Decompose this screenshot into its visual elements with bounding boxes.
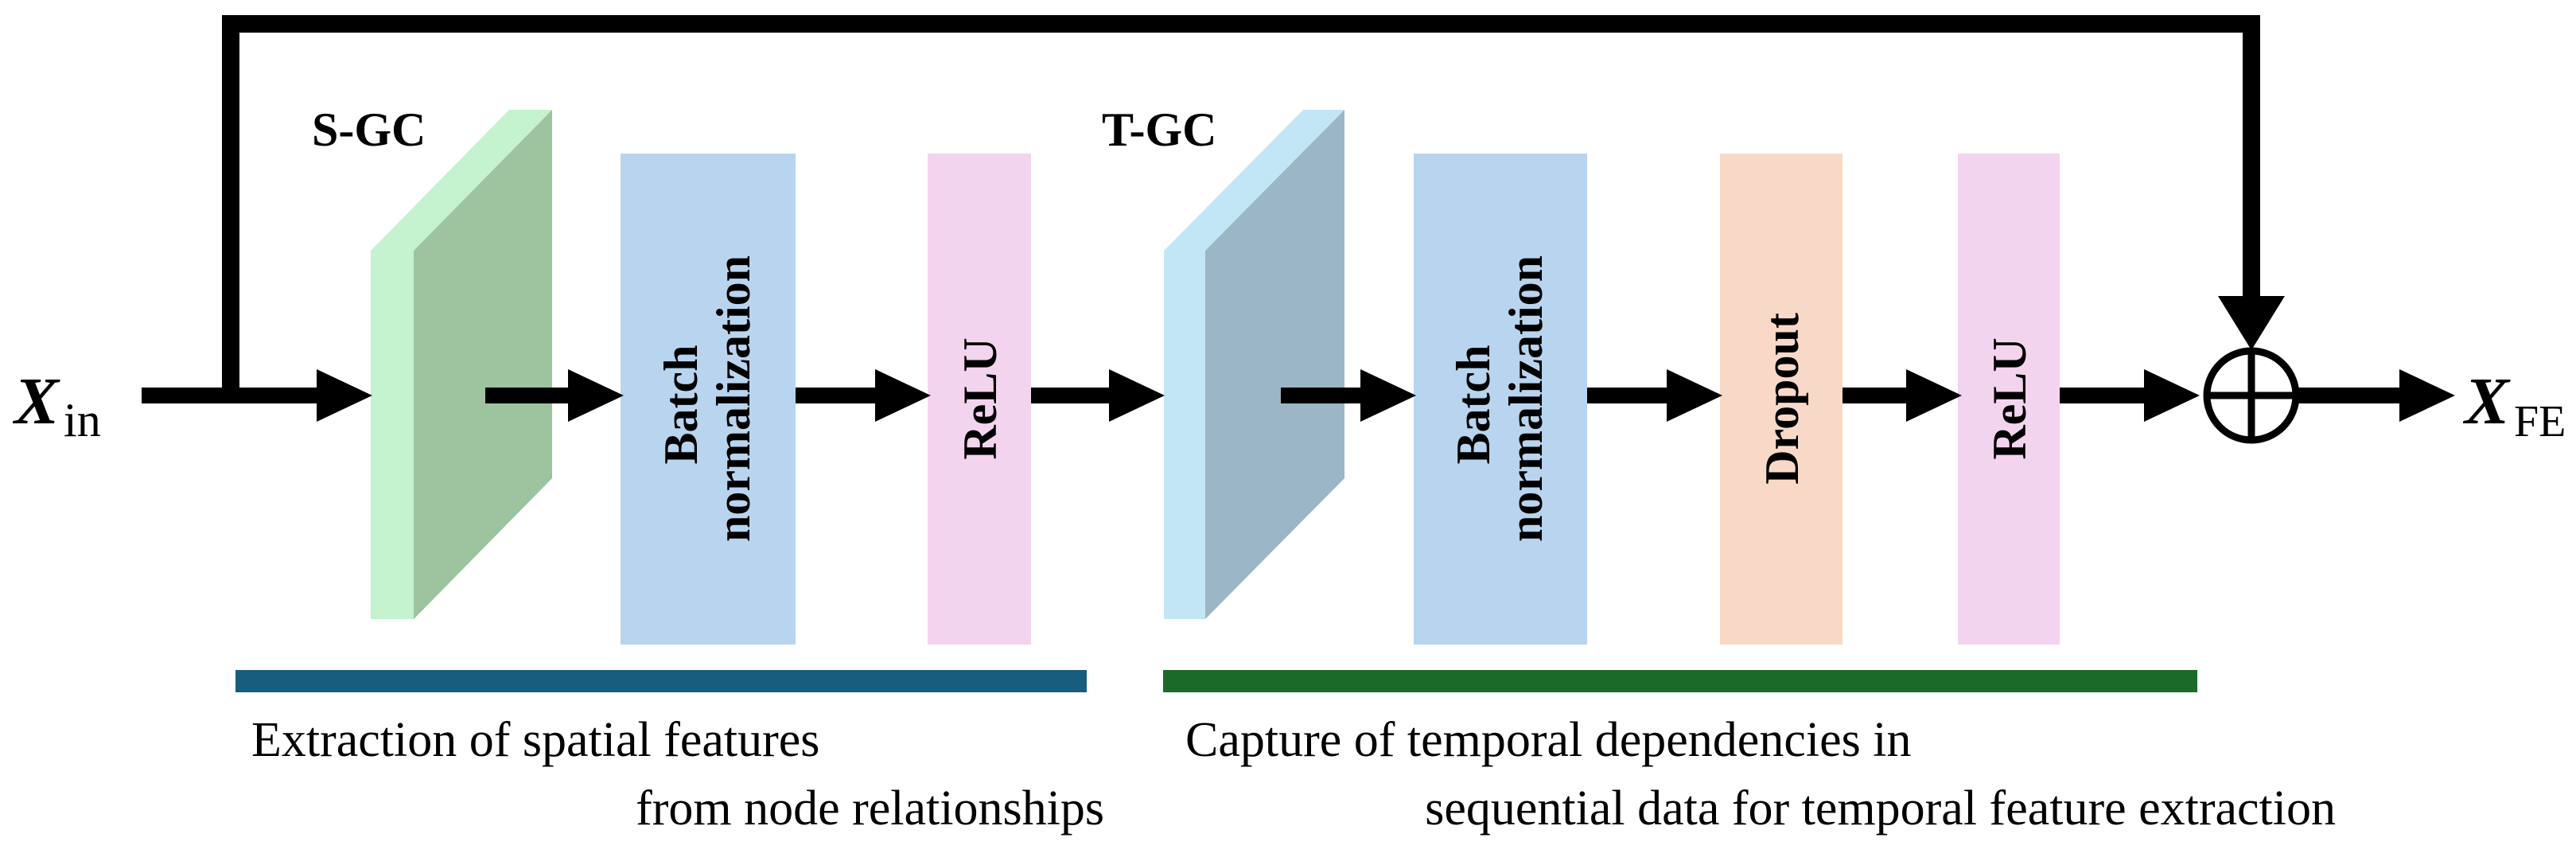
- batch-norm-2-label-line1: Batch: [1447, 345, 1500, 465]
- svg-text:Xin: Xin: [12, 364, 101, 446]
- relu-1-label: ReLU: [954, 337, 1006, 459]
- arrow-relu2-to-sum: [2060, 369, 2200, 422]
- batch-norm-1-box: [621, 154, 796, 645]
- arrow-relu1-to-tgc: [1031, 369, 1165, 422]
- temporal-description-line2: sequential data for temporal feature ext…: [1425, 781, 2336, 836]
- s-gc-block-side: [414, 110, 552, 619]
- input-subscript: in: [64, 394, 101, 446]
- t-gc-label: T-GC: [1102, 103, 1217, 156]
- batch-norm-2-box: [1414, 154, 1587, 645]
- spatial-description-line2: from node relationships: [636, 781, 1104, 836]
- svg-text:Batch normalization: Batch normalization: [655, 255, 760, 542]
- arrow-dropout-to-relu2: [1843, 369, 1962, 422]
- spatial-group-description: Extraction of spatial features from node…: [251, 713, 1104, 836]
- output-subscript: FE: [2514, 397, 2566, 446]
- arrow-sum-to-output: [2298, 369, 2455, 422]
- relu-1-block: ReLU: [928, 154, 1031, 645]
- arrow-input-to-sgc: [142, 369, 372, 422]
- relu-2-label: ReLU: [1983, 337, 2036, 459]
- main-path-arrows: [142, 369, 2455, 422]
- relu-2-box: [1958, 154, 2060, 645]
- temporal-description-line1: Capture of temporal dependencies in: [1185, 713, 1911, 767]
- s-gc-label: S-GC: [312, 103, 426, 156]
- batch-norm-1-label-line2: normalization: [707, 255, 760, 542]
- dropout-label: Dropout: [1756, 313, 1808, 485]
- svg-text:Batch normalization: Batch normalization: [1447, 255, 1552, 542]
- temporal-group-description: Capture of temporal dependencies in sequ…: [1185, 713, 2336, 836]
- s-gc-block-front: [371, 251, 414, 619]
- relu-1-box: [928, 154, 1031, 645]
- arrow-tgc-to-bn2: [1281, 369, 1416, 422]
- temporal-group-bar: [1163, 670, 2197, 692]
- spatial-group-bar: [235, 670, 1087, 692]
- skip-connection: [222, 15, 2285, 394]
- t-gc-block-front: [1164, 251, 1205, 619]
- batch-norm-2-label-line2: normalization: [1500, 255, 1552, 542]
- t-gc-block-side: [1205, 110, 1344, 619]
- batch-norm-1-block: Batch normalization: [621, 154, 796, 645]
- batch-norm-2-block: Batch normalization: [1414, 154, 1587, 645]
- s-gc-block-top: [371, 110, 552, 251]
- output-symbol: X: [2462, 364, 2511, 438]
- sum-node-icon: [2203, 347, 2300, 444]
- s-gc-block: S-GC: [312, 103, 552, 619]
- dropout-box: [1720, 154, 1843, 645]
- skip-connection-arrowhead: [2218, 296, 2285, 350]
- input-symbol: X: [12, 364, 60, 438]
- relu-2-block: ReLU: [1958, 154, 2060, 645]
- t-gc-block: T-GC: [1102, 103, 1344, 619]
- arrow-bn1-to-relu1: [796, 369, 931, 422]
- arrow-sgc-to-bn1: [485, 369, 624, 422]
- batch-norm-1-label-line1: Batch: [655, 345, 707, 465]
- arrow-bn2-to-dropout: [1587, 369, 1722, 422]
- skip-connection-line: [222, 15, 2260, 394]
- svg-text:XFE: XFE: [2462, 364, 2566, 446]
- spatial-description-line1: Extraction of spatial features: [251, 713, 819, 767]
- dropout-block: Dropout: [1720, 154, 1843, 645]
- t-gc-block-top: [1164, 110, 1344, 251]
